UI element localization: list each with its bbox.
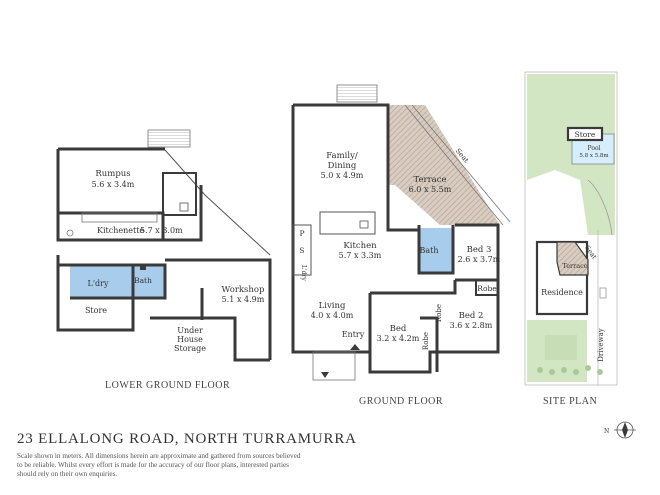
site-terrace: Terrace xyxy=(562,262,587,270)
room-robe-bed2: Robe xyxy=(435,304,443,322)
bath-wet-area xyxy=(419,228,453,273)
site-trees xyxy=(537,365,603,375)
kitchenette-bench xyxy=(162,172,197,216)
room-robe-bed3: Robe xyxy=(477,284,497,293)
room-bed2-dim: 3.6 x 2.8m xyxy=(450,321,493,330)
terrace-deck xyxy=(388,105,500,225)
room-under-house-2: House xyxy=(177,335,203,344)
room-laundry: L'dry xyxy=(88,279,109,288)
room-bed2: Bed 2 xyxy=(459,311,484,321)
room-family: Family/ xyxy=(326,151,358,161)
site-residence: Residence xyxy=(541,288,583,297)
room-under-house-1: Under xyxy=(177,326,203,335)
room-dining: Dining xyxy=(328,161,357,171)
site-store: Store xyxy=(575,130,596,139)
room-bed3-dim: 2.6 x 3.7m xyxy=(458,255,501,264)
stairs xyxy=(147,129,191,148)
site-pool-dim: 5.8 x 5.8m xyxy=(579,153,609,159)
room-kitchen-dim: 5.7 x 3.3m xyxy=(339,251,382,260)
site-plan xyxy=(524,71,618,386)
room-gf-bath: Bath xyxy=(419,246,438,255)
room-bed3: Bed 3 xyxy=(467,245,492,255)
room-gf-laundry: L'dry xyxy=(300,265,307,281)
laundry-walls xyxy=(56,255,167,332)
outline xyxy=(164,149,271,256)
site-pool: Pool xyxy=(588,145,601,152)
room-living: Living xyxy=(319,301,346,311)
room-under-house-3: Storage xyxy=(174,344,206,353)
room-living-dim: 4.0 x 4.0m xyxy=(311,311,354,320)
room-pantry: P xyxy=(299,229,304,238)
room-lg-bath: Bath xyxy=(134,276,152,285)
room-kitchenette: Kitchenette xyxy=(97,226,144,235)
room-bed: Bed xyxy=(390,324,407,334)
room-workshop: Workshop xyxy=(222,285,265,295)
stairs xyxy=(336,84,378,103)
bath-wet-area xyxy=(133,265,165,298)
room-rumpus-dim: 5.6 x 3.4m xyxy=(92,180,135,189)
property-address: 23 ELLALONG ROAD, NORTH TURRAMURRA xyxy=(17,431,357,447)
room-entry: Entry xyxy=(342,330,365,339)
room-kitchen: Kitchen xyxy=(343,241,377,251)
lawn-rear xyxy=(527,74,615,235)
ground-floor-plan xyxy=(291,84,511,381)
room-store: Store xyxy=(85,306,107,315)
ground-floor-title: GROUND FLOOR xyxy=(359,396,444,407)
lower-ground-floor-plan xyxy=(56,129,272,362)
site-terrace xyxy=(556,241,589,276)
robe-bed3 xyxy=(475,279,499,296)
room-rumpus: Rumpus xyxy=(95,169,130,179)
lower-ground-floor-title: LOWER GROUND FLOOR xyxy=(105,380,231,391)
north-arrow-icon: N xyxy=(604,421,636,439)
site-plan-title: SITE PLAN xyxy=(543,396,598,407)
workshop-walls xyxy=(150,258,272,362)
room-family-dim: 5.0 x 4.9m xyxy=(321,171,364,180)
kitchen-island xyxy=(319,211,376,235)
room-workshop-dim: 5.1 x 4.9m xyxy=(222,295,265,304)
disclaimer-text: Scale shown in meters. All dimensions he… xyxy=(17,452,301,478)
room-bed-dim: 3.2 x 4.2m xyxy=(377,334,420,343)
compass-label: N xyxy=(604,428,609,435)
room-terrace-dim: 6.0 x 5.5m xyxy=(409,185,452,194)
site-store-box xyxy=(566,126,604,142)
room-storage: S xyxy=(299,246,304,255)
room-terrace: Terrace xyxy=(413,175,446,185)
room-robe-bed: Robe xyxy=(422,332,430,350)
site-driveway: Driveway xyxy=(597,328,605,361)
laundry-wet-area xyxy=(70,265,133,298)
entry-steps xyxy=(312,351,356,381)
room-kitchenette-dim: 5.7 x 3.0m xyxy=(140,226,183,235)
